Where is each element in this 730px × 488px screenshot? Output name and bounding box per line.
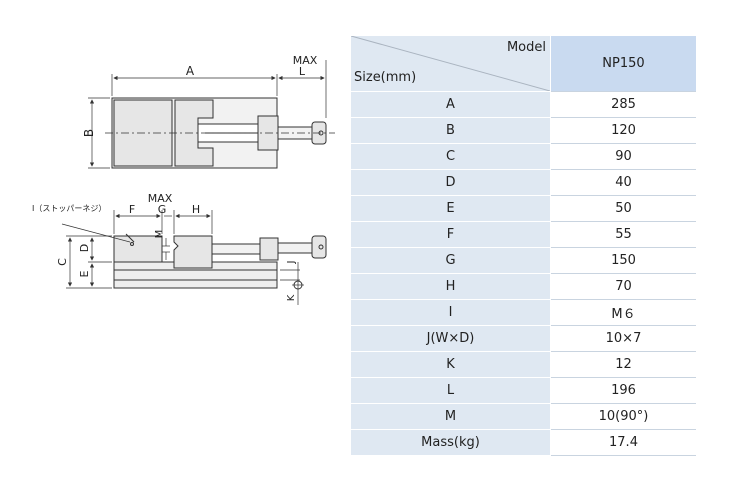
row-label: J(W×D) bbox=[351, 325, 551, 352]
dim-m-label: M bbox=[154, 230, 165, 239]
table-row: Mass(kg)17.4 bbox=[351, 429, 696, 456]
row-value: 50 bbox=[550, 195, 696, 222]
dim-k-label: K bbox=[286, 294, 297, 301]
dim-a-label: A bbox=[186, 64, 195, 78]
row-value: 55 bbox=[550, 221, 696, 248]
header-model-name: NP150 bbox=[550, 36, 696, 92]
row-label: Mass(kg) bbox=[351, 429, 551, 456]
side-view bbox=[61, 210, 327, 305]
label-i-stopper-screw: I（ストッパーネジ） bbox=[32, 204, 106, 213]
row-value: 285 bbox=[550, 91, 696, 118]
row-label: I bbox=[351, 299, 551, 326]
row-value: 12 bbox=[550, 351, 696, 378]
row-value: M６ bbox=[550, 299, 696, 326]
row-label: E bbox=[351, 195, 551, 222]
row-label: H bbox=[351, 273, 551, 300]
row-label: D bbox=[351, 169, 551, 196]
row-label: G bbox=[351, 247, 551, 274]
row-value: 196 bbox=[550, 377, 696, 404]
header-size-label: Size(mm) bbox=[354, 70, 417, 85]
header-diagonal-line bbox=[351, 36, 550, 91]
row-value: 10×7 bbox=[550, 325, 696, 352]
dim-l-max-label: MAX bbox=[293, 54, 318, 67]
dim-f-label: F bbox=[129, 203, 135, 216]
table-row: J(W×D)10×7 bbox=[351, 325, 696, 352]
header-model-label: Model bbox=[506, 40, 546, 55]
row-label: F bbox=[351, 221, 551, 248]
row-label: C bbox=[351, 143, 551, 170]
dim-c-label: C bbox=[56, 258, 69, 266]
row-value: 150 bbox=[550, 247, 696, 274]
row-value: 17.4 bbox=[550, 429, 696, 456]
dim-b-label: B bbox=[82, 129, 96, 137]
dim-d-label: D bbox=[78, 244, 91, 252]
row-value: 90 bbox=[550, 143, 696, 170]
row-label: K bbox=[351, 351, 551, 378]
row-value: 120 bbox=[550, 117, 696, 144]
row-label: M bbox=[351, 403, 551, 430]
row-value: 70 bbox=[550, 273, 696, 300]
header-model-size-cell: Model Size(mm) bbox=[351, 36, 551, 92]
dim-l-label: L bbox=[299, 65, 306, 78]
row-value: 40 bbox=[550, 169, 696, 196]
row-label: B bbox=[351, 117, 551, 144]
row-value: 10(90°) bbox=[550, 403, 696, 430]
table-header-row: Model Size(mm) NP150 bbox=[351, 36, 696, 92]
dim-e-label: E bbox=[78, 270, 91, 277]
row-label: A bbox=[351, 91, 551, 118]
dim-h-label: H bbox=[192, 203, 200, 216]
row-label: L bbox=[351, 377, 551, 404]
dim-gmax-label: MAX bbox=[148, 192, 173, 205]
vise-technical-drawing: A MAX L B bbox=[32, 54, 335, 305]
top-view bbox=[88, 60, 335, 169]
dim-g-label: G bbox=[158, 203, 167, 216]
dim-j-label: J bbox=[286, 261, 297, 265]
